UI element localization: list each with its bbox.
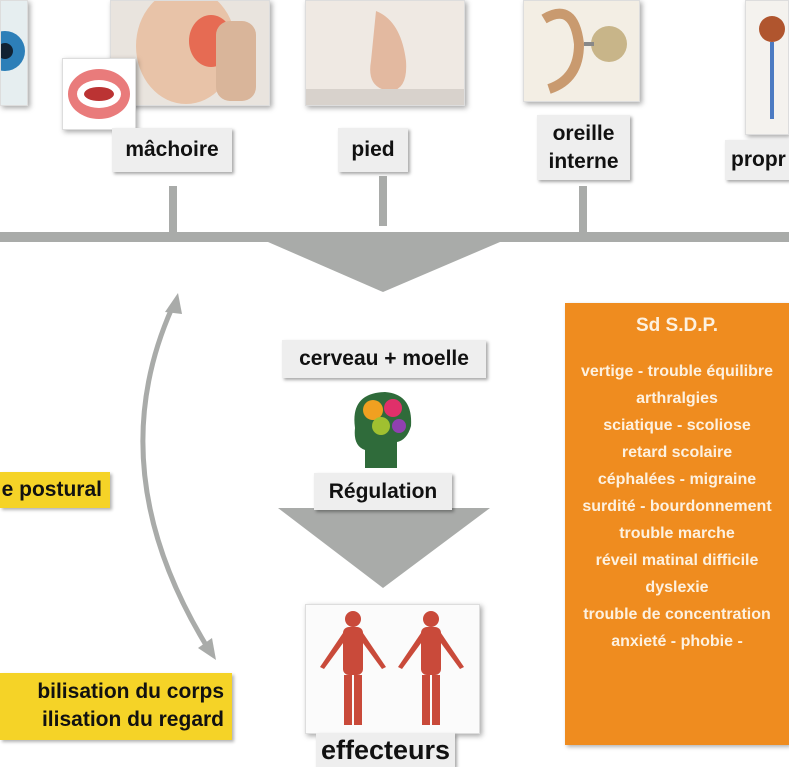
brain-gears-image bbox=[354, 392, 412, 468]
stabilisation-body-line: bilisation du corps bbox=[37, 680, 224, 703]
foot-photo bbox=[305, 0, 465, 106]
foot-connector bbox=[379, 176, 387, 226]
feedback-loop-arrow bbox=[140, 306, 209, 647]
stabilisation-box: bilisation du corps ilisation du regard bbox=[0, 673, 232, 740]
symptom-item: arthralgies bbox=[636, 390, 718, 407]
symptom-item: trouble de concentration bbox=[583, 606, 771, 623]
symptom-item: dyslexie bbox=[645, 579, 709, 596]
jaw-connector bbox=[169, 186, 177, 234]
teeth-photo bbox=[62, 58, 136, 130]
brain-spinal-cord-label: cerveau + moelle bbox=[282, 340, 486, 378]
symptom-item: retard scolaire bbox=[621, 444, 733, 461]
symptom-item: vertige - trouble équilibre bbox=[580, 363, 774, 380]
sdp-title: Sd S.D.P. bbox=[635, 315, 718, 336]
ear-connector bbox=[579, 186, 587, 234]
stabilisation-gaze-line: ilisation du regard bbox=[41, 708, 224, 731]
symptom-item: réveil matinal difficile bbox=[595, 552, 759, 569]
down-arrow-to-effectors bbox=[278, 508, 490, 588]
foot-label: pied bbox=[338, 128, 408, 172]
inner-ear-photo bbox=[523, 0, 640, 102]
symptom-item: sciatique - scoliose bbox=[603, 417, 751, 434]
jaw-pain-photo bbox=[110, 0, 270, 106]
proprioception-label: propr bbox=[725, 140, 789, 180]
postural-system-label: e postural bbox=[0, 472, 110, 508]
symptom-item: trouble marche bbox=[619, 525, 735, 542]
regulation-label: Régulation bbox=[314, 473, 452, 510]
sdp-syndrome-box: Sd S.D.P. vertige - trouble équilibre ar… bbox=[565, 303, 789, 745]
eye-photo bbox=[0, 0, 28, 106]
symptom-item: anxieté - phobie - bbox=[611, 633, 743, 650]
muscle-anatomy-image bbox=[305, 604, 480, 734]
symptom-item: céphalées - migraine bbox=[597, 471, 757, 488]
down-arrow-to-brain bbox=[268, 242, 500, 292]
effectors-label: effecteurs bbox=[316, 733, 455, 767]
proprioception-photo bbox=[745, 0, 789, 135]
inner-ear-label: oreille interne bbox=[537, 115, 630, 180]
jaw-label: mâchoire bbox=[112, 128, 232, 172]
symptom-list: vertige - trouble équilibre arthralgies … bbox=[571, 361, 783, 653]
sensor-bus bbox=[0, 232, 789, 242]
symptom-item: surdité - bourdonnement bbox=[582, 498, 772, 515]
